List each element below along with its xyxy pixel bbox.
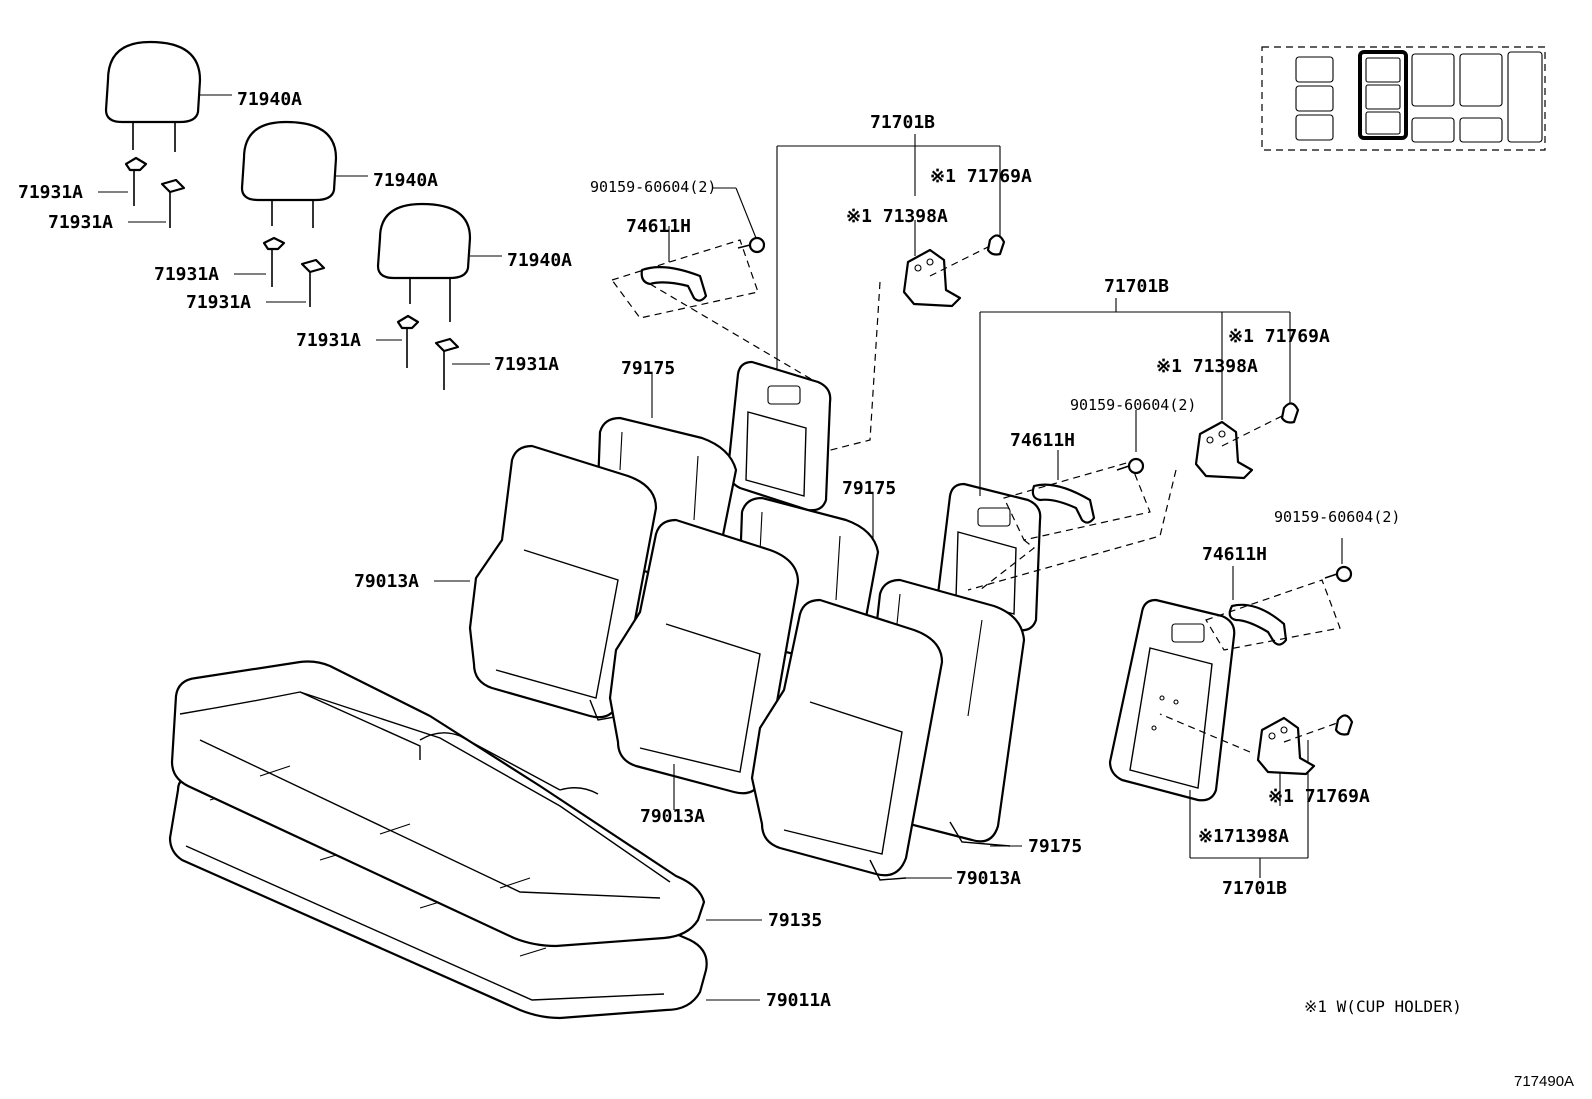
label-support-1b: 71931A bbox=[48, 212, 113, 233]
label-bolt-1: 90159-60604(2) bbox=[590, 178, 716, 196]
bracket-1 bbox=[751, 245, 991, 471]
label-headrest-1: 71940A bbox=[237, 89, 302, 110]
label-support-3a: 71931A bbox=[296, 330, 361, 351]
label-bracket-2: ※1 71398A bbox=[1156, 356, 1258, 377]
label-cover-2: ※1 71769A bbox=[1228, 326, 1330, 347]
hinge-group-2-leaders bbox=[979, 298, 1291, 496]
handle-3 bbox=[1205, 579, 1341, 651]
headrest-2 bbox=[240, 120, 368, 228]
label-support-2a: 71931A bbox=[154, 264, 219, 285]
label-support-1a: 71931A bbox=[18, 182, 83, 203]
label-cover-1: ※1 71769A bbox=[930, 166, 1032, 187]
label-cushion-cover: 79135 bbox=[768, 910, 822, 931]
label-cover-3: ※1 71769A bbox=[1268, 786, 1370, 807]
headrest-3 bbox=[376, 202, 502, 322]
label-cushion-assy: 79011A bbox=[766, 990, 831, 1011]
cover-1 bbox=[986, 234, 1006, 256]
handle-2 bbox=[979, 461, 1151, 591]
seat-locator-inset bbox=[1261, 46, 1546, 151]
figure-code: 717490A bbox=[1514, 1073, 1574, 1090]
label-back-cover-1: 79175 bbox=[621, 358, 675, 379]
hinge-group-3-leaders bbox=[1189, 538, 1343, 878]
label-hinge-set-1: 71701B bbox=[870, 112, 935, 133]
label-support-2b: 71931A bbox=[186, 292, 251, 313]
cover-2 bbox=[1280, 402, 1300, 424]
bracket-3 bbox=[1159, 713, 1341, 776]
seat-part-leaders bbox=[434, 374, 1022, 1001]
label-back-cover-2: 79175 bbox=[842, 478, 896, 499]
label-back-cover-3: 79175 bbox=[1028, 836, 1082, 857]
headrest-supports bbox=[124, 156, 460, 390]
back-frame-panel-1 bbox=[726, 360, 832, 512]
label-handle-1: 74611H bbox=[626, 216, 691, 237]
label-support-3b: 71931A bbox=[494, 354, 559, 375]
label-handle-3: 74611H bbox=[1202, 544, 1267, 565]
headrest-1 bbox=[104, 40, 232, 152]
seatback-assy-3 bbox=[750, 598, 944, 881]
label-bracket-1: ※1 71398A bbox=[846, 206, 948, 227]
bolt-2 bbox=[1116, 457, 1145, 475]
bracket-2 bbox=[967, 415, 1283, 591]
label-headrest-3: 71940A bbox=[507, 250, 572, 271]
label-headrest-2: 71940A bbox=[373, 170, 438, 191]
bolt-3 bbox=[1324, 565, 1353, 583]
back-frame-panel-3 bbox=[1108, 598, 1236, 802]
label-back-assy-3: 79013A bbox=[956, 868, 1021, 889]
cushion-cover bbox=[170, 660, 706, 948]
seatback-assy-2 bbox=[608, 518, 800, 795]
label-handle-2: 74611H bbox=[1010, 430, 1075, 451]
label-bracket-3: ※171398A bbox=[1198, 826, 1289, 847]
label-bolt-3: 90159-60604(2) bbox=[1274, 508, 1400, 526]
bolt-1 bbox=[737, 236, 766, 254]
cover-3 bbox=[1334, 714, 1354, 736]
label-hinge-set-3: 71701B bbox=[1222, 878, 1287, 899]
label-back-assy-2: 79013A bbox=[640, 806, 705, 827]
label-back-assy-1: 79013A bbox=[354, 571, 419, 592]
footnote-cup-holder: ※1 W(CUP HOLDER) bbox=[1304, 997, 1462, 1016]
label-bolt-2: 90159-60604(2) bbox=[1070, 396, 1196, 414]
hinge-group-1-leaders bbox=[668, 134, 1001, 396]
label-hinge-set-2: 71701B bbox=[1104, 276, 1169, 297]
